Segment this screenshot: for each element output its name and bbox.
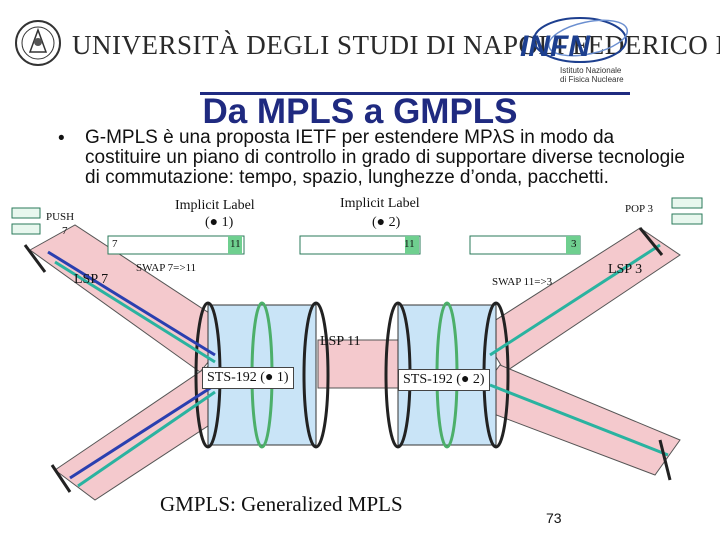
- slide-title: Da MPLS a GMPLS: [202, 92, 518, 131]
- cap-right-upper: [638, 227, 664, 256]
- implicit-label-2-sub: (● 2): [372, 215, 401, 230]
- strip-11b: [299, 235, 421, 255]
- university-seal-logo: [15, 20, 61, 66]
- cap-left-upper: [23, 244, 47, 273]
- right-lower-teal-line: [489, 383, 669, 457]
- implicit-label-2: Implicit Label: [340, 196, 420, 211]
- label-7: 7: [112, 238, 118, 250]
- left-lower-teal-line: [77, 390, 216, 488]
- infn-subtitle: Istituto Nazionale di Fisica Nucleare: [560, 66, 624, 84]
- implicit-label-1-sub: (● 1): [205, 215, 234, 230]
- push-box-top: [11, 207, 41, 219]
- label-3: 3: [571, 238, 577, 250]
- bullet-marker: •: [58, 128, 65, 149]
- ring-3: [302, 301, 330, 449]
- label-11b: 11: [404, 238, 415, 250]
- right-upper-teal-line: [489, 243, 661, 357]
- strip-11b-green: [405, 236, 419, 254]
- push-value: 7: [62, 225, 68, 237]
- bullet-text: G-MPLS è una proposta IETF per estendere…: [85, 127, 685, 188]
- sts-192-label-2: STS-192 (● 2): [398, 369, 490, 391]
- header-rule: [200, 92, 630, 95]
- left-teal-line: [54, 260, 216, 364]
- lsp11-label: LSP 11: [320, 334, 361, 349]
- lsp3-label: LSP 3: [608, 262, 643, 277]
- page-number: 73: [546, 510, 562, 526]
- strip-7-green: [228, 236, 242, 254]
- cap-right-lower: [658, 439, 672, 481]
- lsp7-label: LSP 7: [74, 272, 109, 287]
- left-lower-blue-line: [69, 383, 216, 480]
- label-11a: 11: [230, 238, 241, 250]
- strip-3: [469, 235, 581, 255]
- swap-label-2: SWAP 11=>3: [492, 276, 553, 288]
- pop-box-top: [671, 197, 703, 209]
- push-label: PUSH: [46, 211, 75, 223]
- sts-192-label-1: STS-192 (● 1): [202, 367, 294, 389]
- left-blue-line: [47, 250, 216, 357]
- swap-label-1: SWAP 7=>11: [136, 262, 197, 274]
- implicit-label-1: Implicit Label: [175, 198, 255, 213]
- strip-3-green: [566, 236, 580, 254]
- strip-7: [107, 235, 245, 255]
- footer-caption: GMPLS: Generalized MPLS: [160, 492, 403, 516]
- push-box-bottom: [11, 223, 41, 235]
- pop-label: POP 3: [625, 203, 654, 215]
- infn-subtitle-line2: di Fisica Nucleare: [560, 75, 624, 84]
- infn-logo-icon: [533, 17, 629, 63]
- infn-name: INFN: [520, 30, 590, 63]
- cap-left-lower: [50, 464, 72, 493]
- infn-subtitle-line1: Istituto Nazionale: [560, 66, 622, 75]
- pop-box-bottom: [671, 213, 703, 225]
